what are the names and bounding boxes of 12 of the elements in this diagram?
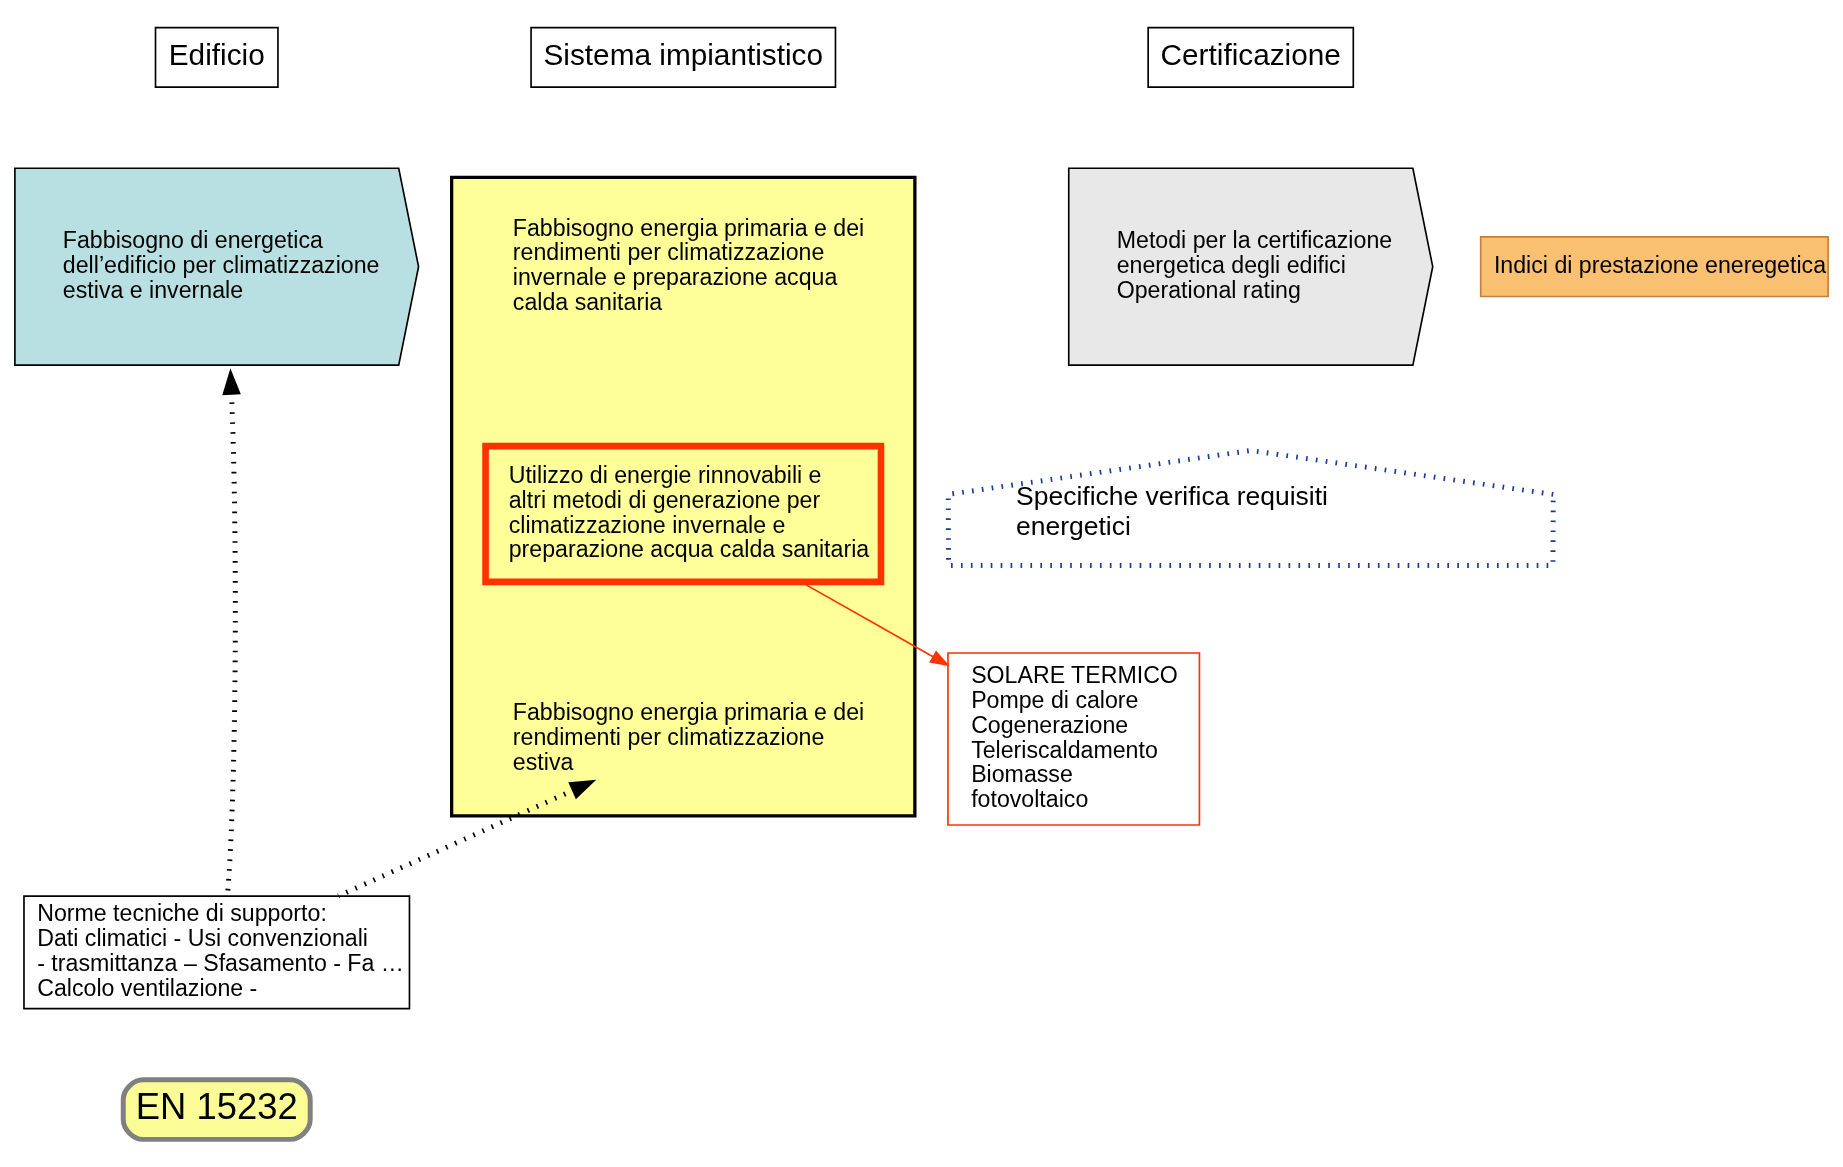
node-box: Utilizzo di energie rinnovabili e altri metodi di generazione per climatizzazione invernale e preparazione acqua calda sanitaria (482, 442, 885, 586)
node-box: Norme tecniche di supporto: Dati climatici - Usi convenzionali - trasmittanza – Sfasamento - Fa … Calcolo ventilazione - (23, 895, 411, 1010)
node-box: Sistema impiantistico (530, 26, 837, 88)
node-box: SOLARE TERMICO Pompe di calore Cogenerazione Teleriscaldamento Biomasse fotovoltaico (947, 652, 1201, 826)
node-text: Fabbisogno energia primaria e dei rendimenti per climatizzazione estiva (512, 699, 865, 775)
node-text: Fabbisogno energia primaria e dei rendimenti per climatizzazione invernale e preparazione acqua calda sanitaria (512, 214, 865, 316)
arrow (337, 779, 597, 899)
cluster (450, 175, 917, 818)
node-box: EN 15232 (120, 1077, 313, 1142)
node-box: Indici di prestazione eneregetica (1479, 236, 1829, 298)
node-box: Edificio (154, 26, 279, 88)
node-box: Certificazione (1147, 26, 1355, 88)
